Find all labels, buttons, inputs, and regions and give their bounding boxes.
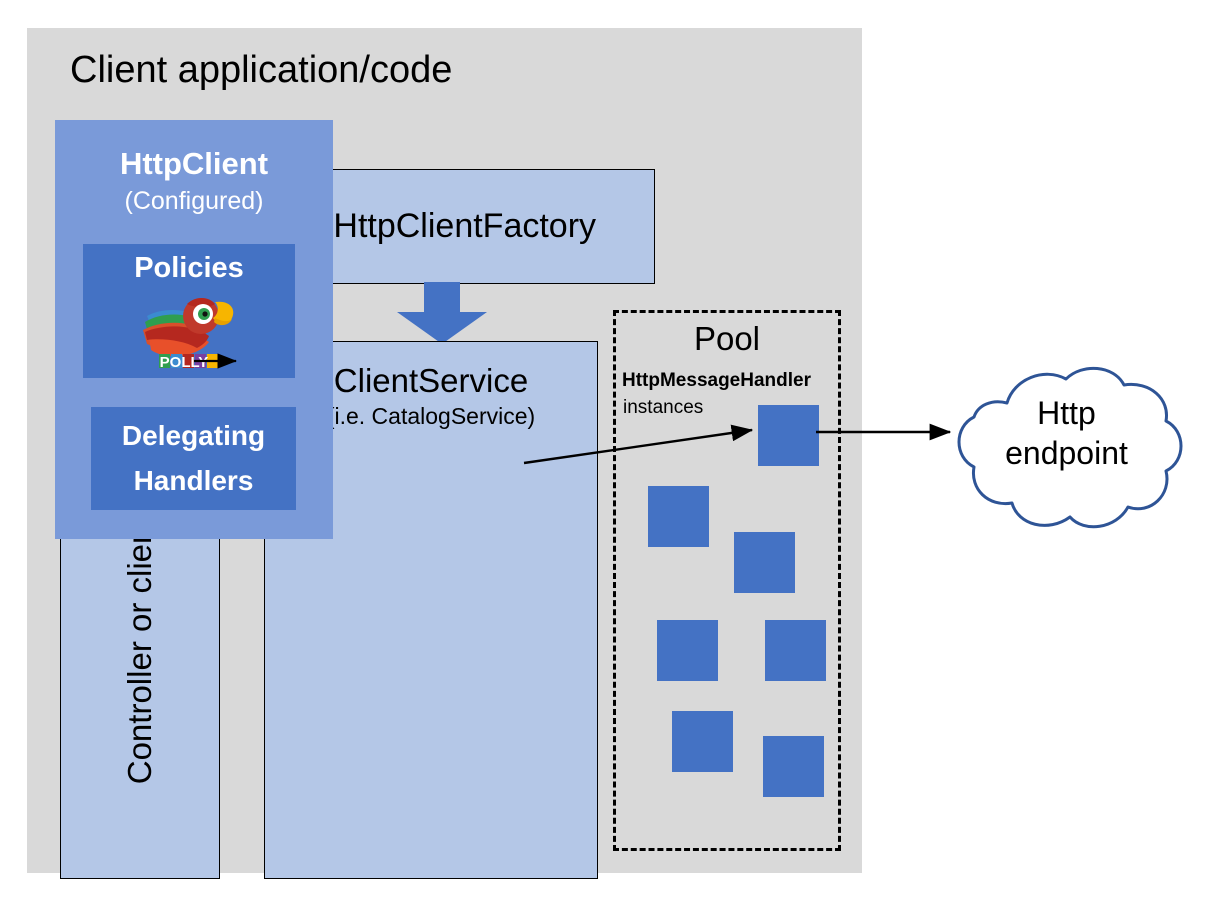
delegating-handlers-box: Delegating Handlers xyxy=(91,407,296,510)
pool-box: Pool HttpMessageHandler instances xyxy=(613,310,841,851)
pool-subtitle-handler: HttpMessageHandler xyxy=(622,370,811,391)
polly-parrot-logo: POLLY xyxy=(143,298,234,371)
down-block-arrow-icon xyxy=(397,282,487,344)
pool-instance-square xyxy=(763,736,824,797)
http-client-title: HttpClient xyxy=(119,146,269,181)
client-application-title: Client application/code xyxy=(70,49,453,91)
pool-instance-square xyxy=(672,711,733,772)
policies-box: Policies xyxy=(83,244,295,378)
pool-instance-square xyxy=(765,620,826,681)
pool-instance-square xyxy=(648,486,709,547)
ihttpclientfactory-label: IHttpClientFactory xyxy=(323,207,597,245)
pool-title: Pool xyxy=(693,320,761,357)
delegating-handlers-line-2: Handlers xyxy=(133,464,254,496)
svg-text:POLLY: POLLY xyxy=(160,354,209,371)
policies-label: Policies xyxy=(134,252,244,284)
http-client-subtitle: (Configured) xyxy=(124,187,264,215)
client-service-subtitle: (i.e. CatalogService) xyxy=(326,403,536,429)
cloud-shape xyxy=(957,366,1183,529)
pool-subtitle-instances: instances xyxy=(623,397,704,418)
http-endpoint-cloud: Http endpoint xyxy=(944,357,1189,542)
pool-instance-square xyxy=(758,405,819,466)
delegating-handlers-line-1: Delegating xyxy=(121,419,266,451)
client-service-title: ClientService xyxy=(333,362,529,399)
pool-instance-square xyxy=(734,532,795,593)
pool-instance-square xyxy=(657,620,718,681)
client-application-container: Client application/code IHttpClientFacto… xyxy=(27,28,862,879)
